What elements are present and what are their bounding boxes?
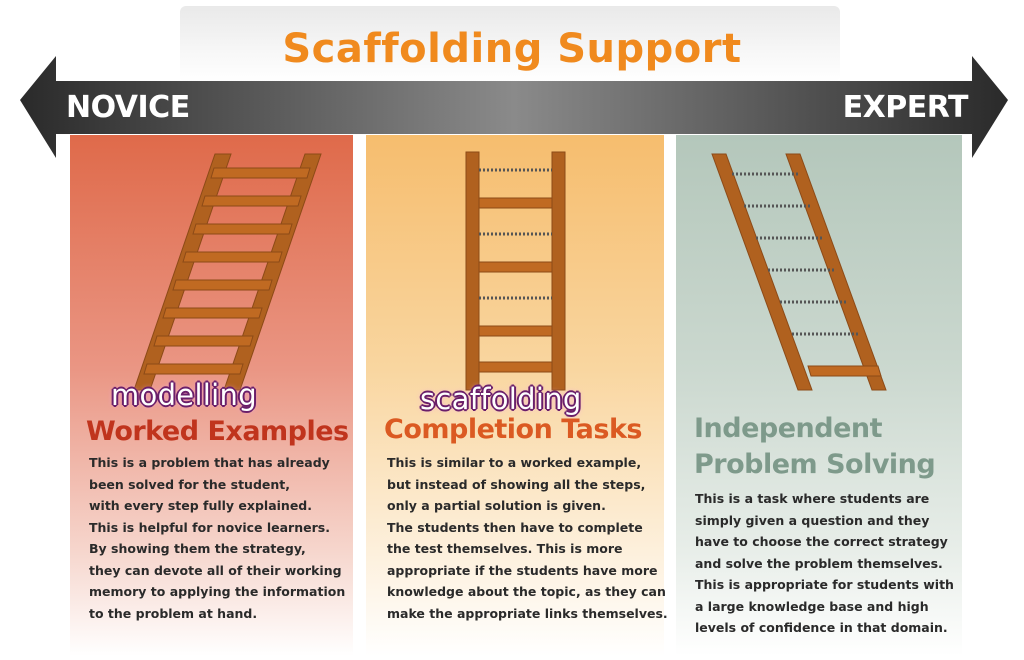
description-line: appropriate if the students have more xyxy=(387,562,658,578)
description-line: This is a task where students are xyxy=(695,491,930,506)
independent-solving-description: This is a task where students are simply… xyxy=(695,488,954,639)
worked-examples-panel xyxy=(70,135,353,656)
description-line: This is a problem that has already xyxy=(89,455,330,470)
description-line: levels of confidence in that domain. xyxy=(695,620,948,635)
description-line: only a partial solution is given. xyxy=(387,498,606,513)
description-line: By showing them the strategy, xyxy=(89,541,306,556)
description-line: they can devote all of their working xyxy=(89,562,342,578)
description-line: make the appropriate links themselves. xyxy=(387,605,668,621)
empty-ladder-icon xyxy=(711,153,887,391)
description-line: knowledge about the topic, as they can xyxy=(387,584,666,599)
partial-ladder-icon xyxy=(465,151,566,391)
completion-tasks-heading: Completion Tasks xyxy=(384,414,642,445)
description-line: but instead of showing all the steps, xyxy=(387,476,646,492)
description-line: and solve the problem themselves. xyxy=(695,555,943,571)
worked-examples-heading: Worked Examples xyxy=(86,416,349,447)
description-line: This is similar to a worked example, xyxy=(387,455,642,470)
description-line: a large knowledge base and high xyxy=(695,598,929,614)
description-line: been solved for the student, xyxy=(89,476,291,492)
independent-solving-heading: Independent Problem Solving xyxy=(694,411,936,483)
novice-label: NOVICE xyxy=(66,90,190,125)
description-line: have to choose the correct strategy xyxy=(695,534,948,549)
title-banner xyxy=(180,6,840,82)
description-line: This is appropriate for students with xyxy=(695,577,954,592)
worked-examples-description: This is a problem that has already been … xyxy=(89,452,345,624)
heading-line: Independent xyxy=(694,413,883,444)
completion-tasks-panel xyxy=(366,135,664,656)
novice-expert-arrow xyxy=(20,56,1008,158)
full-ladder-icon xyxy=(133,153,322,391)
description-line: simply given a question and they xyxy=(695,512,930,528)
heading-line: Problem Solving xyxy=(694,449,936,480)
diagram-title: Scaffolding Support xyxy=(282,26,742,72)
description-line: the test themselves. This is more xyxy=(387,541,623,556)
description-line: memory to applying the information xyxy=(89,584,346,599)
description-line: with every step fully explained. xyxy=(89,498,312,513)
description-line: This is helpful for novice learners. xyxy=(89,519,330,535)
modelling-overlay-label: modelling xyxy=(111,378,257,412)
description-line: The students then have to complete xyxy=(387,519,643,535)
scaffolding-overlay-label: scaffolding xyxy=(420,382,582,416)
completion-tasks-description: This is similar to a worked example, but… xyxy=(387,452,668,624)
description-line: to the problem at hand. xyxy=(89,605,258,621)
expert-label: EXPERT xyxy=(842,90,969,125)
